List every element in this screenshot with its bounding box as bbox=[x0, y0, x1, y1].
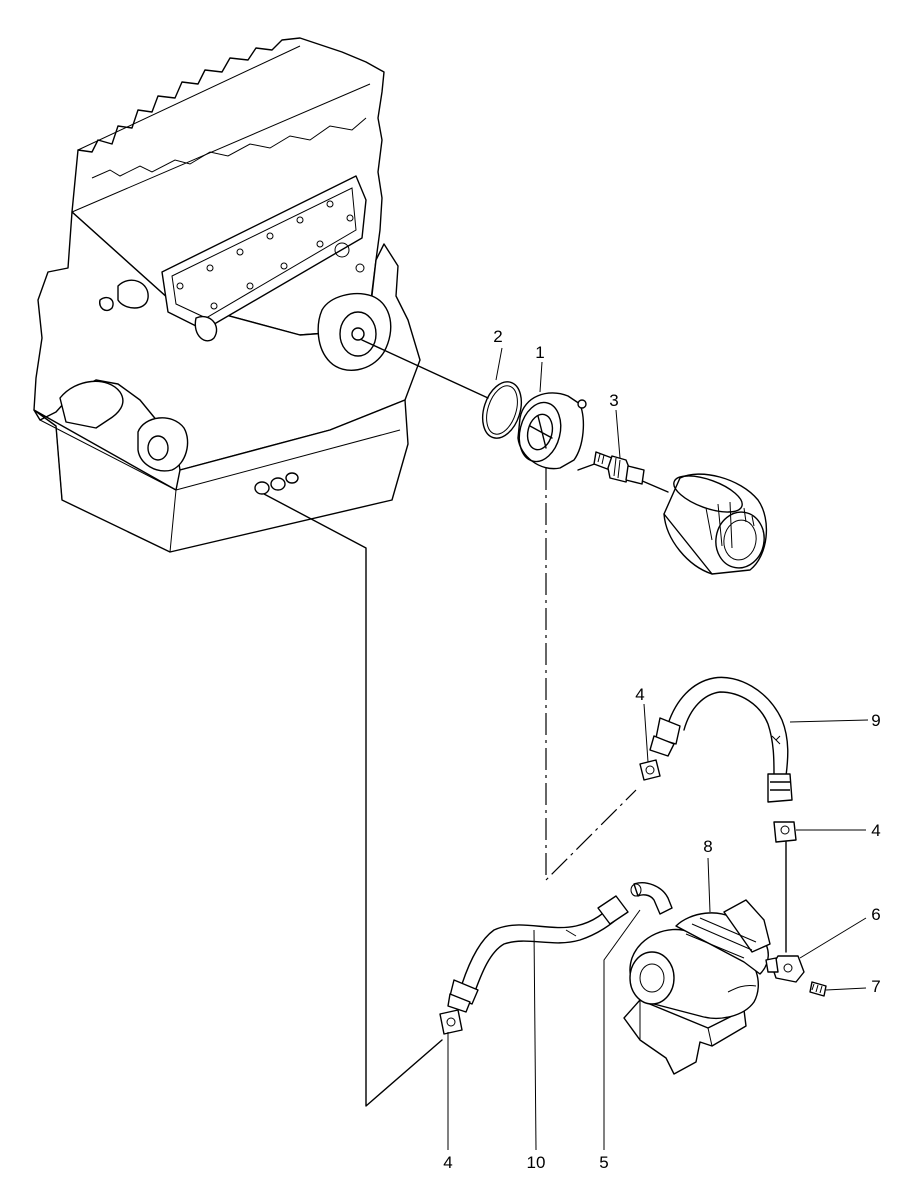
part-7-plug bbox=[809, 981, 827, 997]
part-10-lower-hose bbox=[447, 895, 629, 1013]
assembly-center-lines bbox=[263, 339, 787, 1107]
callout-9: 9 bbox=[871, 711, 880, 730]
callout-2: 2 bbox=[493, 327, 502, 346]
part-4-adapter-right bbox=[773, 821, 797, 843]
part-3-connector bbox=[593, 451, 645, 485]
part-6-fitting bbox=[765, 955, 805, 983]
callout-leaders bbox=[447, 347, 869, 1151]
part-1-cooler-adapter bbox=[517, 392, 587, 470]
callout-4-right: 4 bbox=[871, 821, 880, 840]
engine-block bbox=[33, 37, 421, 553]
part-4-adapter-upper-left bbox=[639, 759, 661, 781]
oil-filter bbox=[663, 473, 768, 575]
part-9-upper-hose bbox=[649, 676, 793, 803]
callout-7: 7 bbox=[871, 977, 880, 996]
callout-5: 5 bbox=[599, 1153, 608, 1172]
callout-3: 3 bbox=[609, 391, 618, 410]
callout-4-upper: 4 bbox=[635, 685, 644, 704]
part-5-elbow bbox=[630, 882, 673, 915]
pan-fittings bbox=[254, 472, 299, 495]
part-2-o-ring bbox=[481, 381, 523, 439]
callout-8: 8 bbox=[703, 837, 712, 856]
part-4-adapter-lower bbox=[439, 1009, 463, 1035]
callout-4-lower: 4 bbox=[443, 1153, 452, 1172]
callout-10: 10 bbox=[527, 1153, 546, 1172]
part-8-filter-assembly bbox=[623, 899, 771, 1075]
gasket-bolt-holes bbox=[176, 200, 354, 310]
callout-numbers: 1 2 3 4 9 4 8 6 7 4 10 5 bbox=[443, 327, 880, 1172]
callout-1: 1 bbox=[535, 343, 544, 362]
callout-6: 6 bbox=[871, 905, 880, 924]
